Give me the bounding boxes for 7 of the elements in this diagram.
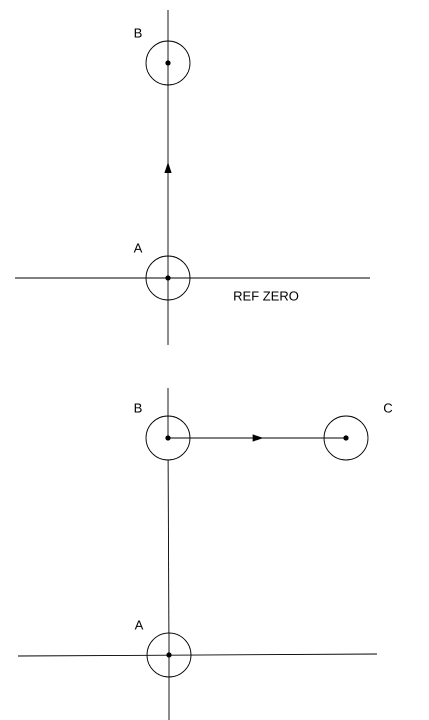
point-label: C — [384, 403, 392, 413]
reference-label: REF ZERO — [234, 291, 298, 301]
point-label: A — [134, 620, 144, 630]
point-label: A — [134, 244, 142, 252]
connector-line — [168, 460, 170, 633]
point-label: B — [134, 28, 142, 38]
point-label: B — [134, 404, 142, 412]
